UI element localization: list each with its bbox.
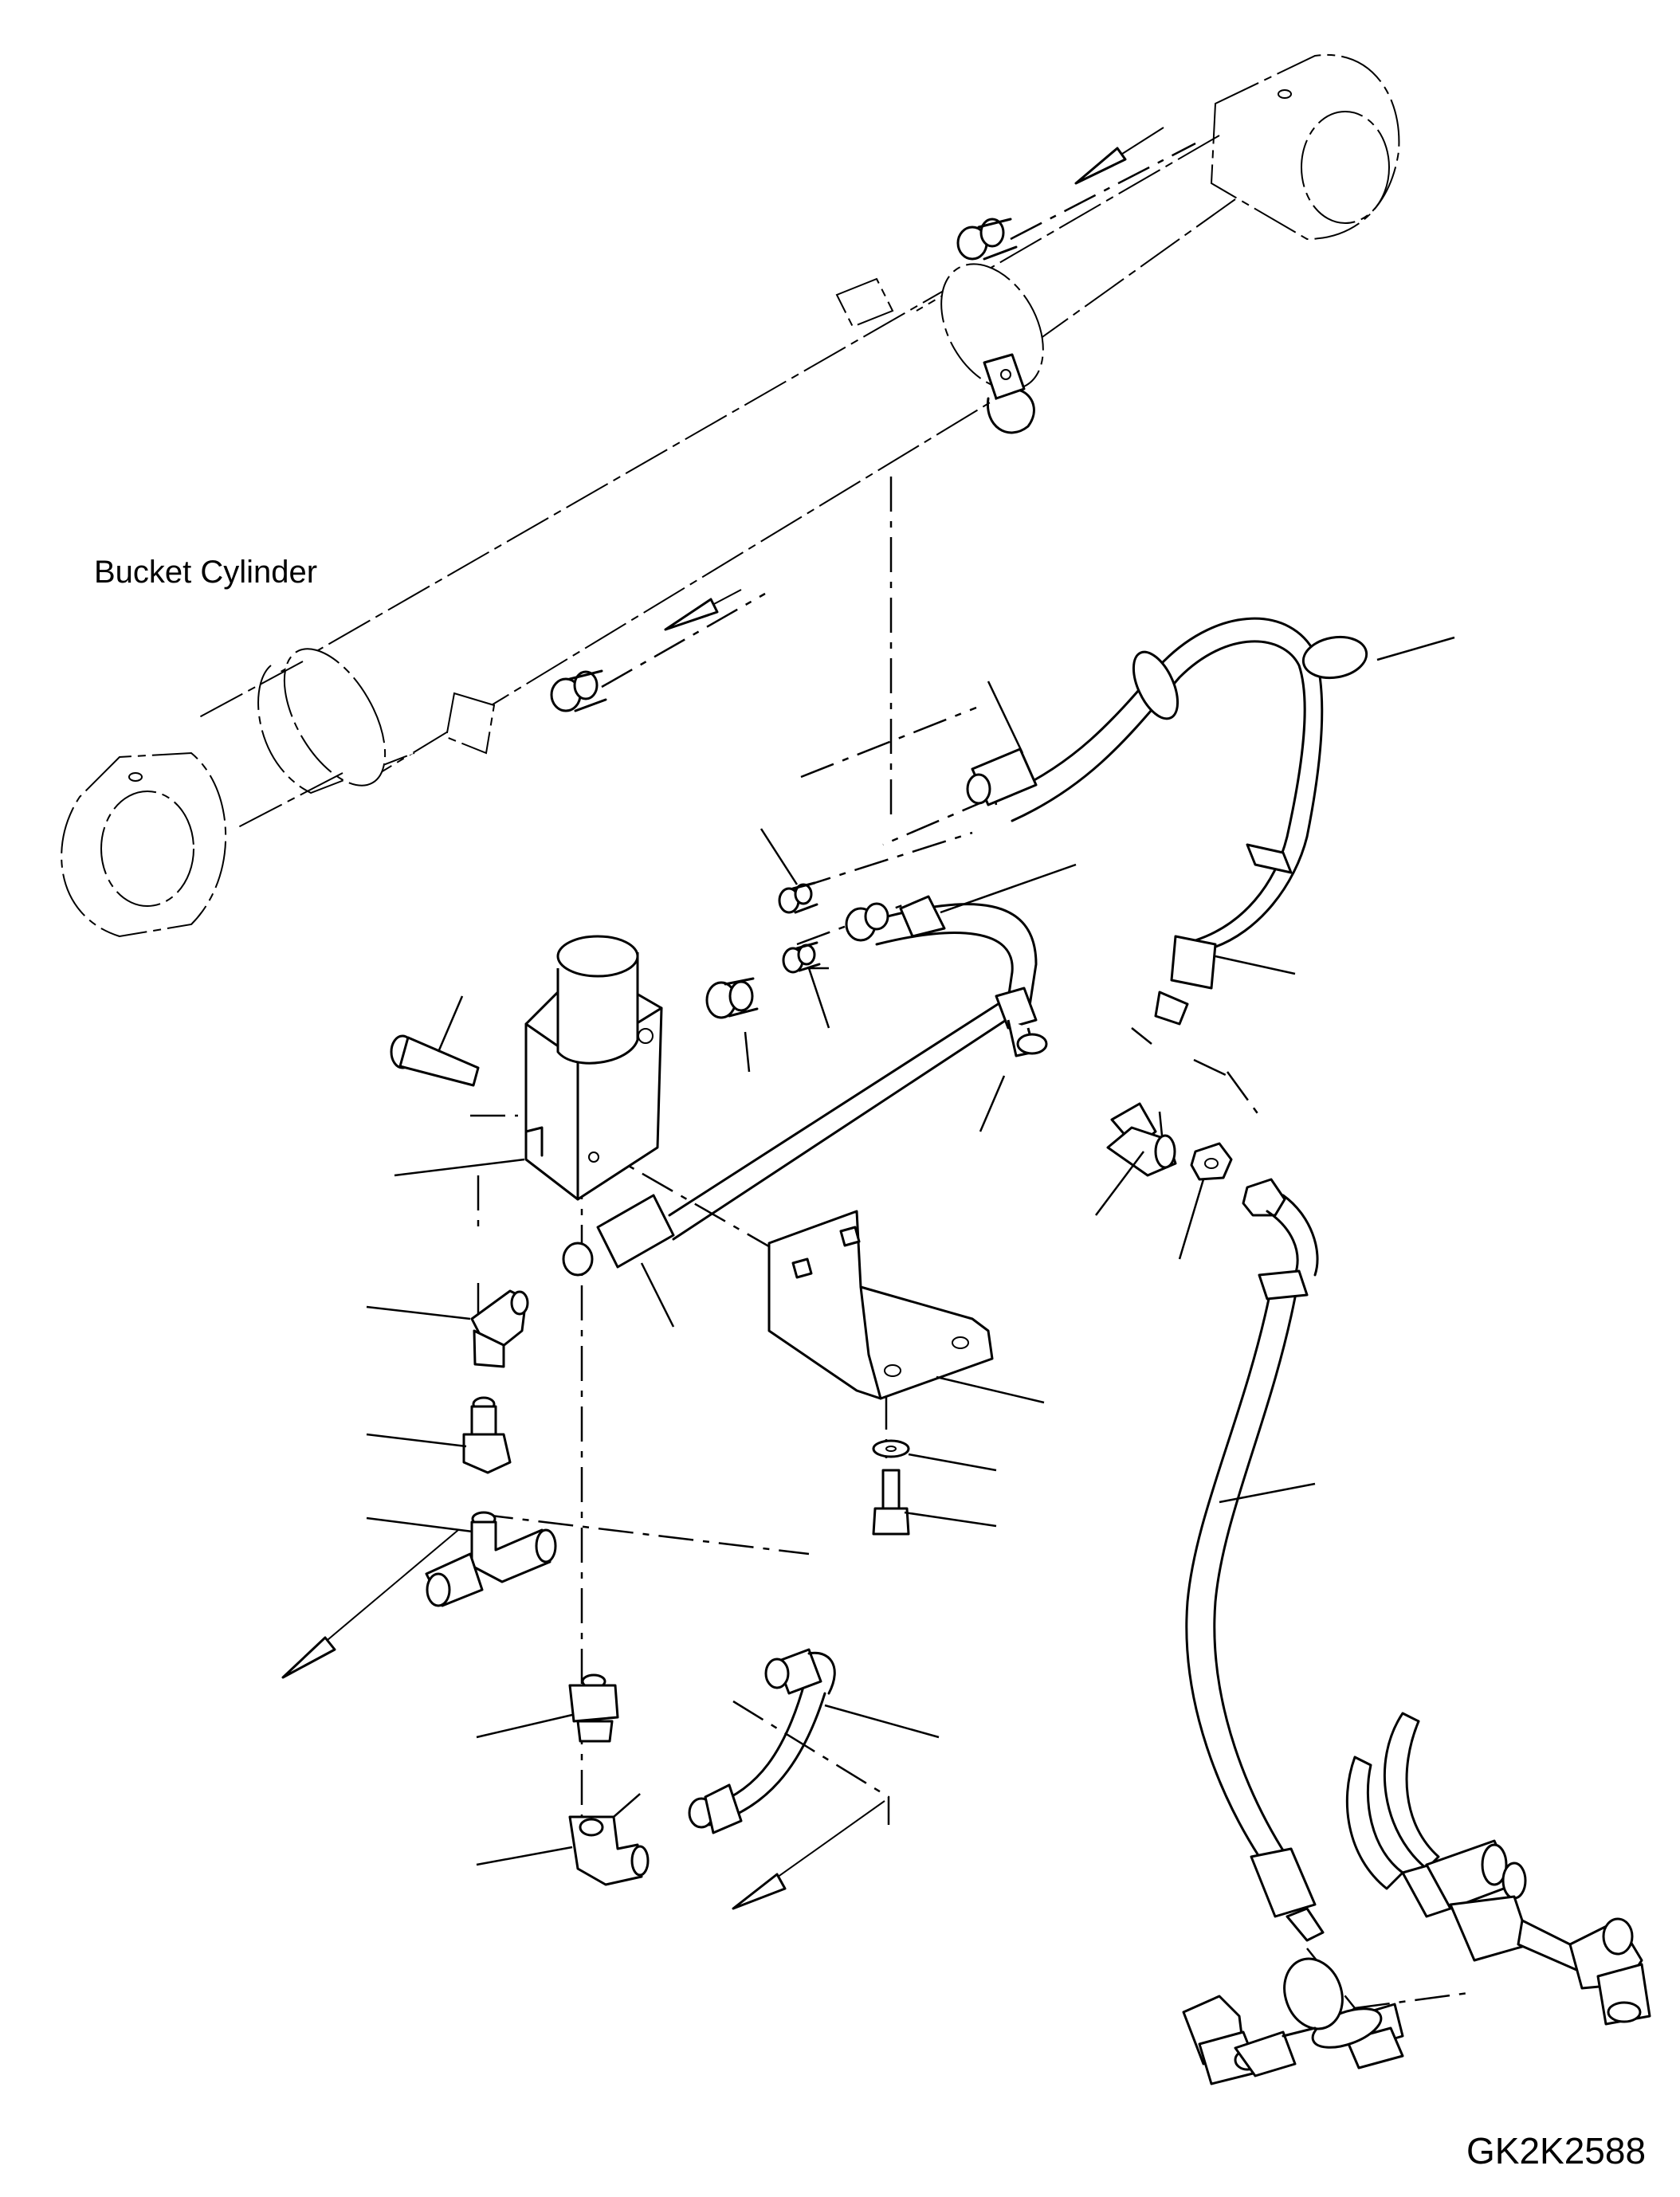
leader-7 (744, 1031, 751, 1073)
washer (872, 1439, 910, 1458)
leader-15 (936, 1375, 1045, 1404)
leader-1 (1376, 636, 1455, 661)
leader-3 (760, 828, 799, 885)
union-nut (462, 1396, 512, 1474)
mounting-bracket (767, 1210, 994, 1400)
leader-17 (908, 1453, 997, 1472)
elbow-fitting-lower (568, 1815, 650, 1886)
leader-23 (476, 1846, 573, 1866)
cylinder-head-port-fitting (550, 669, 607, 712)
jam-nut (1190, 1142, 1233, 1181)
elbow-fitting-upper (470, 1289, 529, 1368)
leader-5 (807, 967, 830, 1029)
leader-19 (366, 1516, 473, 1533)
leader-6 (437, 995, 464, 1053)
cylinder-hose-clamp (983, 353, 1026, 400)
leader-22 (476, 1713, 573, 1739)
hex-bolt (872, 1469, 910, 1536)
short-hose (845, 895, 1038, 1018)
leader-4 (940, 863, 1077, 914)
rigid-tube (562, 987, 1048, 1277)
bucket-cylinder (61, 53, 1400, 938)
leader-10 (394, 1158, 525, 1177)
control-valve-cluster (1182, 1712, 1651, 2085)
drawing-code: GK2K2588 (1466, 2130, 1647, 2171)
leader-21 (824, 1704, 940, 1739)
valve-block (524, 935, 663, 1201)
leader-11 (1095, 1151, 1144, 1216)
leader-9 (979, 1075, 1006, 1132)
leader-13 (640, 1262, 675, 1328)
cylinder-barrel (270, 278, 1037, 782)
component-label: Bucket Cylinder (94, 555, 318, 590)
cylinder-eye-left-bore (100, 791, 194, 907)
leader-8 (1215, 955, 1296, 975)
leader-20 (904, 1511, 997, 1528)
long-hose-upper (966, 617, 1368, 1026)
cylinder-eye-right-bore (1301, 111, 1390, 224)
leader-14 (366, 1305, 471, 1320)
tee-fitting (425, 1511, 557, 1607)
valve-port-fittings (705, 881, 821, 1019)
long-hose-lower (1185, 1178, 1325, 1942)
leader-18 (1219, 1482, 1316, 1504)
leader-lines (366, 636, 1455, 1866)
straight-adapter (568, 1673, 619, 1743)
bent-tube (688, 1648, 836, 1834)
solenoid (556, 952, 639, 1065)
mounting-bolt (390, 1034, 480, 1087)
swivel-elbow (1106, 1102, 1177, 1177)
flow-arrows (281, 127, 1164, 1910)
leader-2 (987, 681, 1024, 754)
leader-12 (1178, 1179, 1205, 1260)
cylinder-rod-port-fitting (956, 218, 1018, 261)
leader-16 (366, 1433, 467, 1448)
